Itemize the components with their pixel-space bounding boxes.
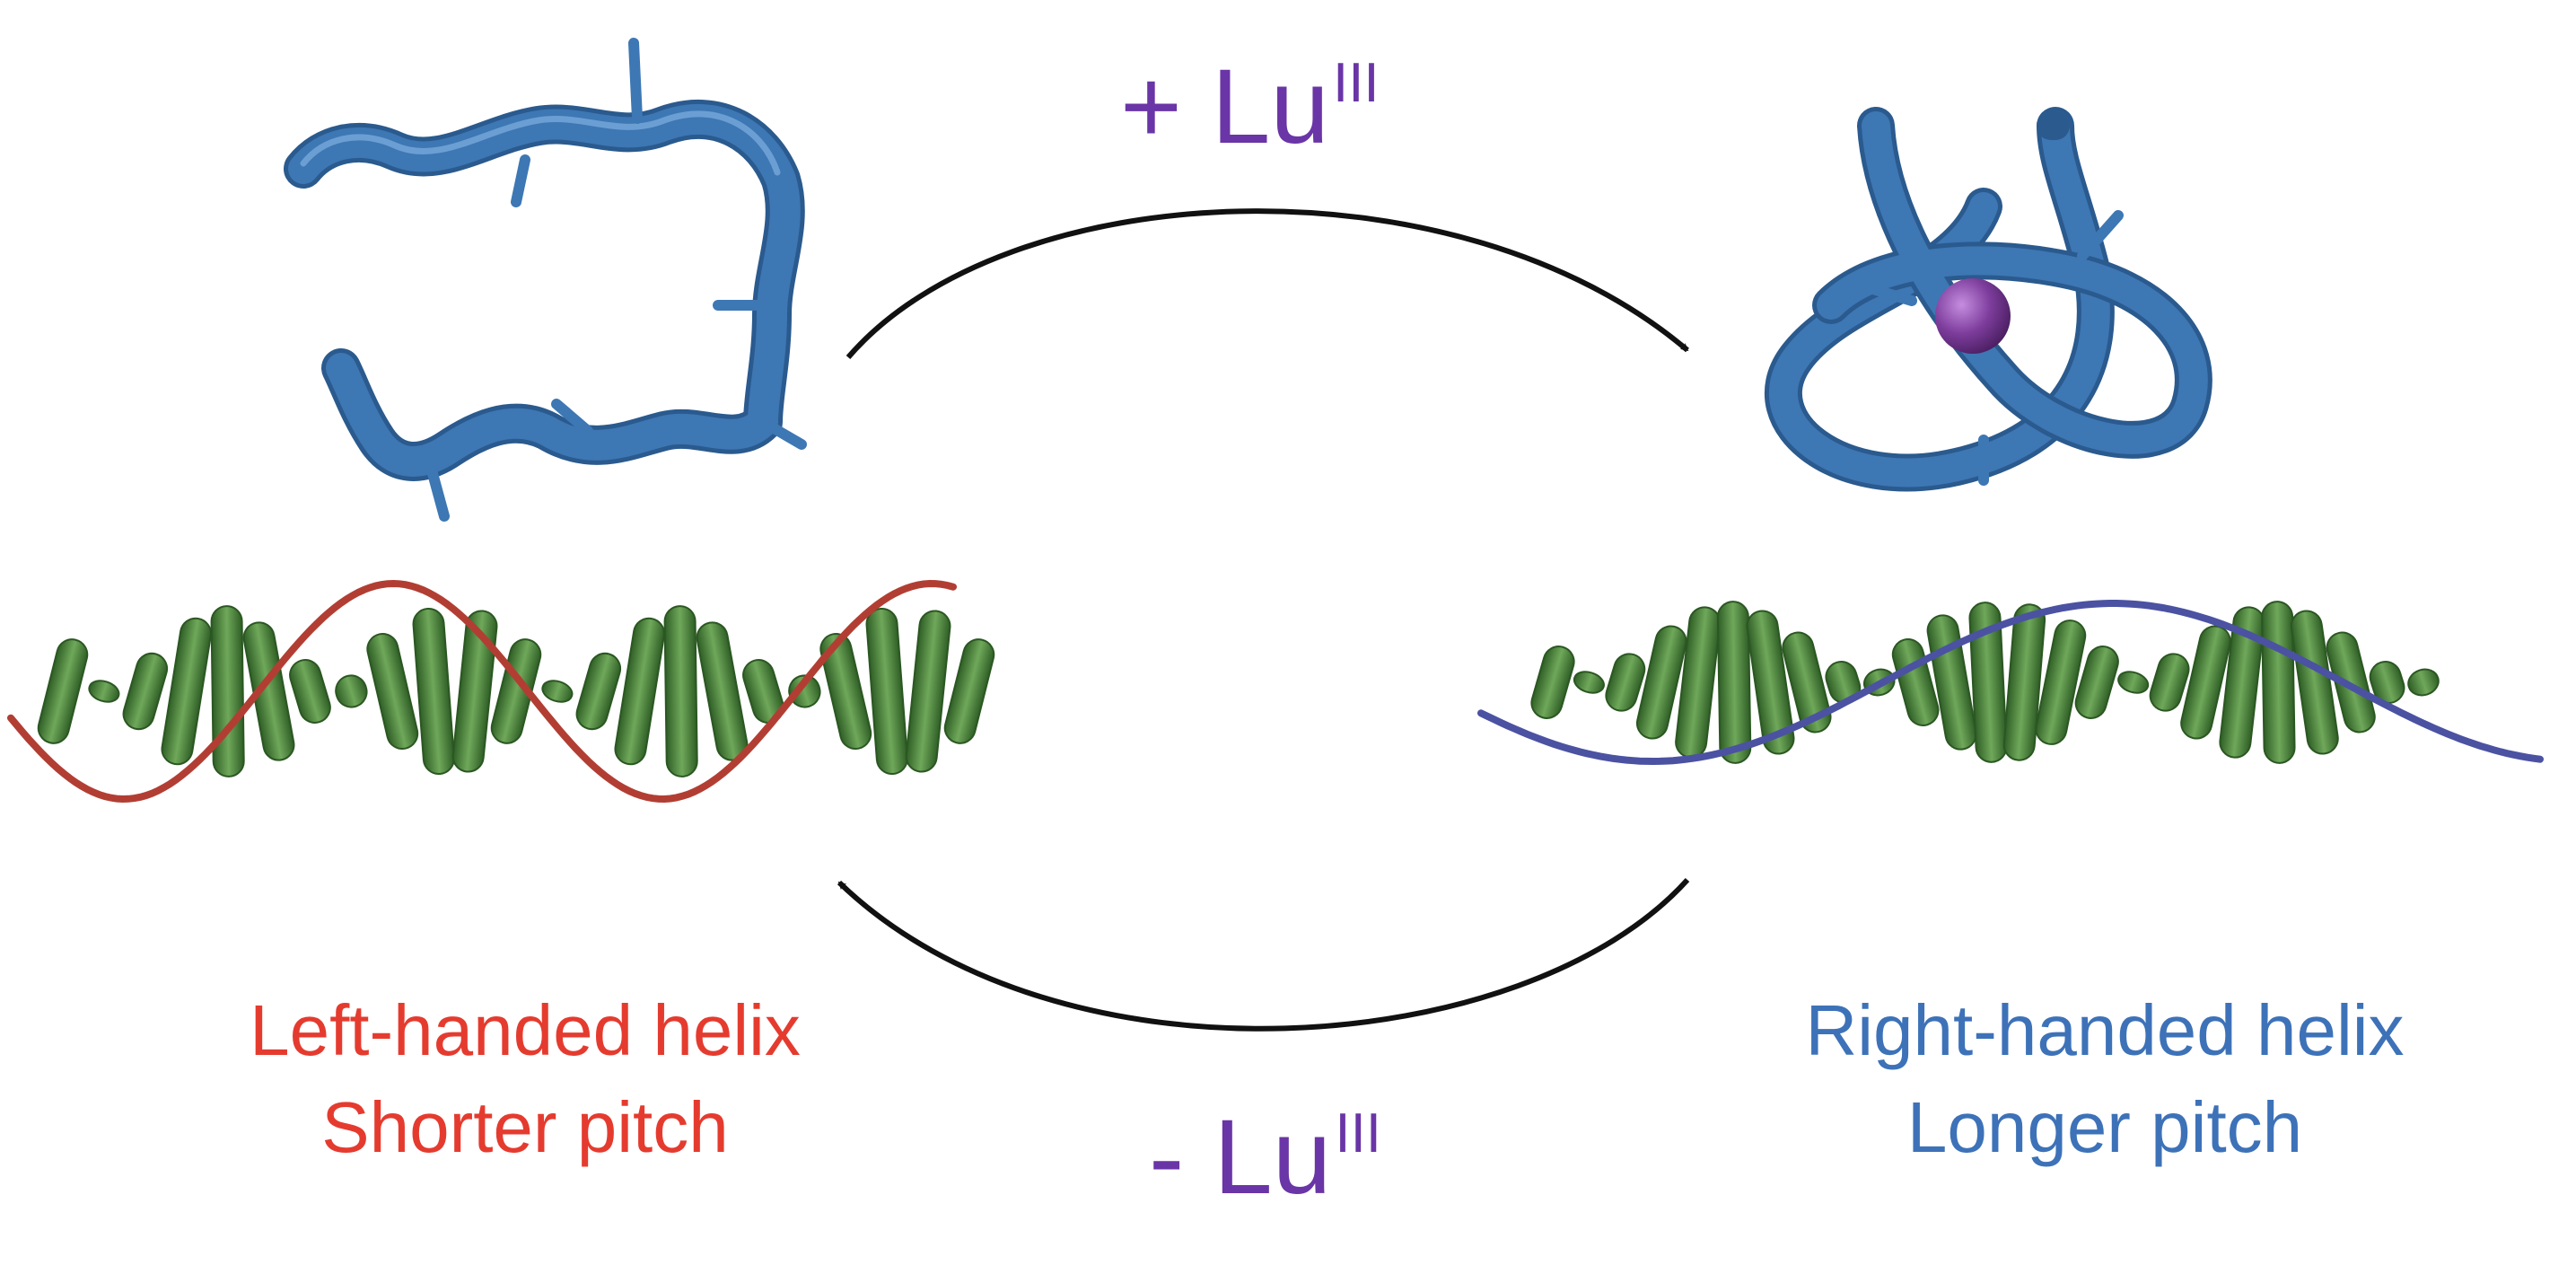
left-helix-caption: Left-handed helix Shorter pitch bbox=[171, 982, 880, 1176]
helix-base-pair bbox=[2219, 606, 2265, 759]
forward-arrow bbox=[846, 208, 1689, 359]
helix-base-pair bbox=[1891, 638, 1940, 726]
reagent-element: Lu bbox=[1211, 48, 1329, 166]
helix-base-pair bbox=[1782, 631, 1832, 734]
helix-base-pair bbox=[2035, 619, 2087, 745]
helix-base-pair bbox=[2149, 653, 2190, 712]
helix-backbone-strand bbox=[7, 579, 957, 804]
helix-base-pair bbox=[943, 638, 995, 744]
reagent-element: Lu bbox=[1214, 1098, 1332, 1217]
reagent-oxidation-state: III bbox=[1335, 1102, 1382, 1164]
helix-base-pair bbox=[614, 617, 665, 766]
helix-base-pair bbox=[905, 610, 951, 773]
helix-base-pair bbox=[242, 621, 295, 761]
helix-base-pair bbox=[122, 652, 169, 731]
left-helix-handedness: Left-handed helix bbox=[250, 990, 801, 1070]
helix-base-pair bbox=[1716, 601, 1752, 764]
helix-base-pair bbox=[575, 652, 622, 731]
helix-base-pair bbox=[1605, 653, 1646, 712]
helix-base-pair bbox=[541, 680, 574, 703]
add-lutetium-label: + LuIII bbox=[1120, 54, 1380, 160]
right-handed-helix-icon bbox=[1477, 600, 2544, 766]
helix-base-pair bbox=[161, 617, 212, 766]
helix-base-pair bbox=[335, 674, 368, 708]
helix-base-pair bbox=[2290, 610, 2339, 755]
helix-base-pair bbox=[1635, 625, 1687, 740]
helix-base-pair bbox=[1746, 610, 1795, 755]
helix-base-pair bbox=[88, 680, 120, 703]
helix-base-pair bbox=[2074, 646, 2119, 719]
helix-base-pair bbox=[451, 610, 498, 773]
helix-base-pair bbox=[210, 605, 245, 777]
helix-backbone-strand bbox=[1477, 600, 2544, 766]
left-handed-helix-icon bbox=[7, 579, 995, 804]
open-tube-ligand-icon bbox=[284, 38, 807, 522]
right-helix-pitch: Longer pitch bbox=[1906, 1087, 2303, 1167]
right-helix-handedness: Right-handed helix bbox=[1805, 990, 2405, 1070]
reagent-sign: + bbox=[1120, 48, 1182, 166]
reverse-arrow bbox=[837, 877, 1690, 1032]
remove-lutetium-label: - LuIII bbox=[1149, 1104, 1381, 1210]
helix-bases bbox=[37, 605, 995, 777]
helix-base-pair bbox=[1968, 602, 2008, 763]
helix-base-pair bbox=[696, 621, 749, 761]
reagent-oxidation-state: III bbox=[1332, 52, 1380, 114]
left-helix-pitch: Shorter pitch bbox=[321, 1087, 729, 1167]
reagent-sign: - bbox=[1149, 1098, 1185, 1217]
lutetium-ion-sphere-icon bbox=[1935, 278, 2011, 354]
helix-base-pair bbox=[366, 632, 419, 751]
helix-base-pair bbox=[819, 632, 872, 751]
helix-base-pair bbox=[1530, 646, 1575, 719]
helix-base-pair bbox=[865, 607, 908, 776]
trefoil-knot-complex-icon bbox=[1765, 107, 2212, 492]
helix-base-pair bbox=[289, 659, 331, 724]
helix-base-pair bbox=[37, 638, 89, 744]
helix-base-pair bbox=[2002, 603, 2046, 761]
helix-base-pair bbox=[1675, 606, 1722, 759]
helix-base-pair bbox=[2117, 671, 2150, 694]
helix-base-pair bbox=[1573, 671, 1605, 694]
helix-base-pair bbox=[2326, 631, 2376, 734]
right-helix-caption: Right-handed helix Longer pitch bbox=[1732, 982, 2477, 1176]
helix-base-pair bbox=[663, 605, 698, 777]
helix-base-pair bbox=[412, 607, 455, 776]
helix-base-pair bbox=[2261, 601, 2296, 764]
helix-bases bbox=[1530, 601, 2440, 764]
helix-base-pair bbox=[2369, 661, 2405, 704]
helix-base-pair bbox=[2407, 668, 2440, 697]
